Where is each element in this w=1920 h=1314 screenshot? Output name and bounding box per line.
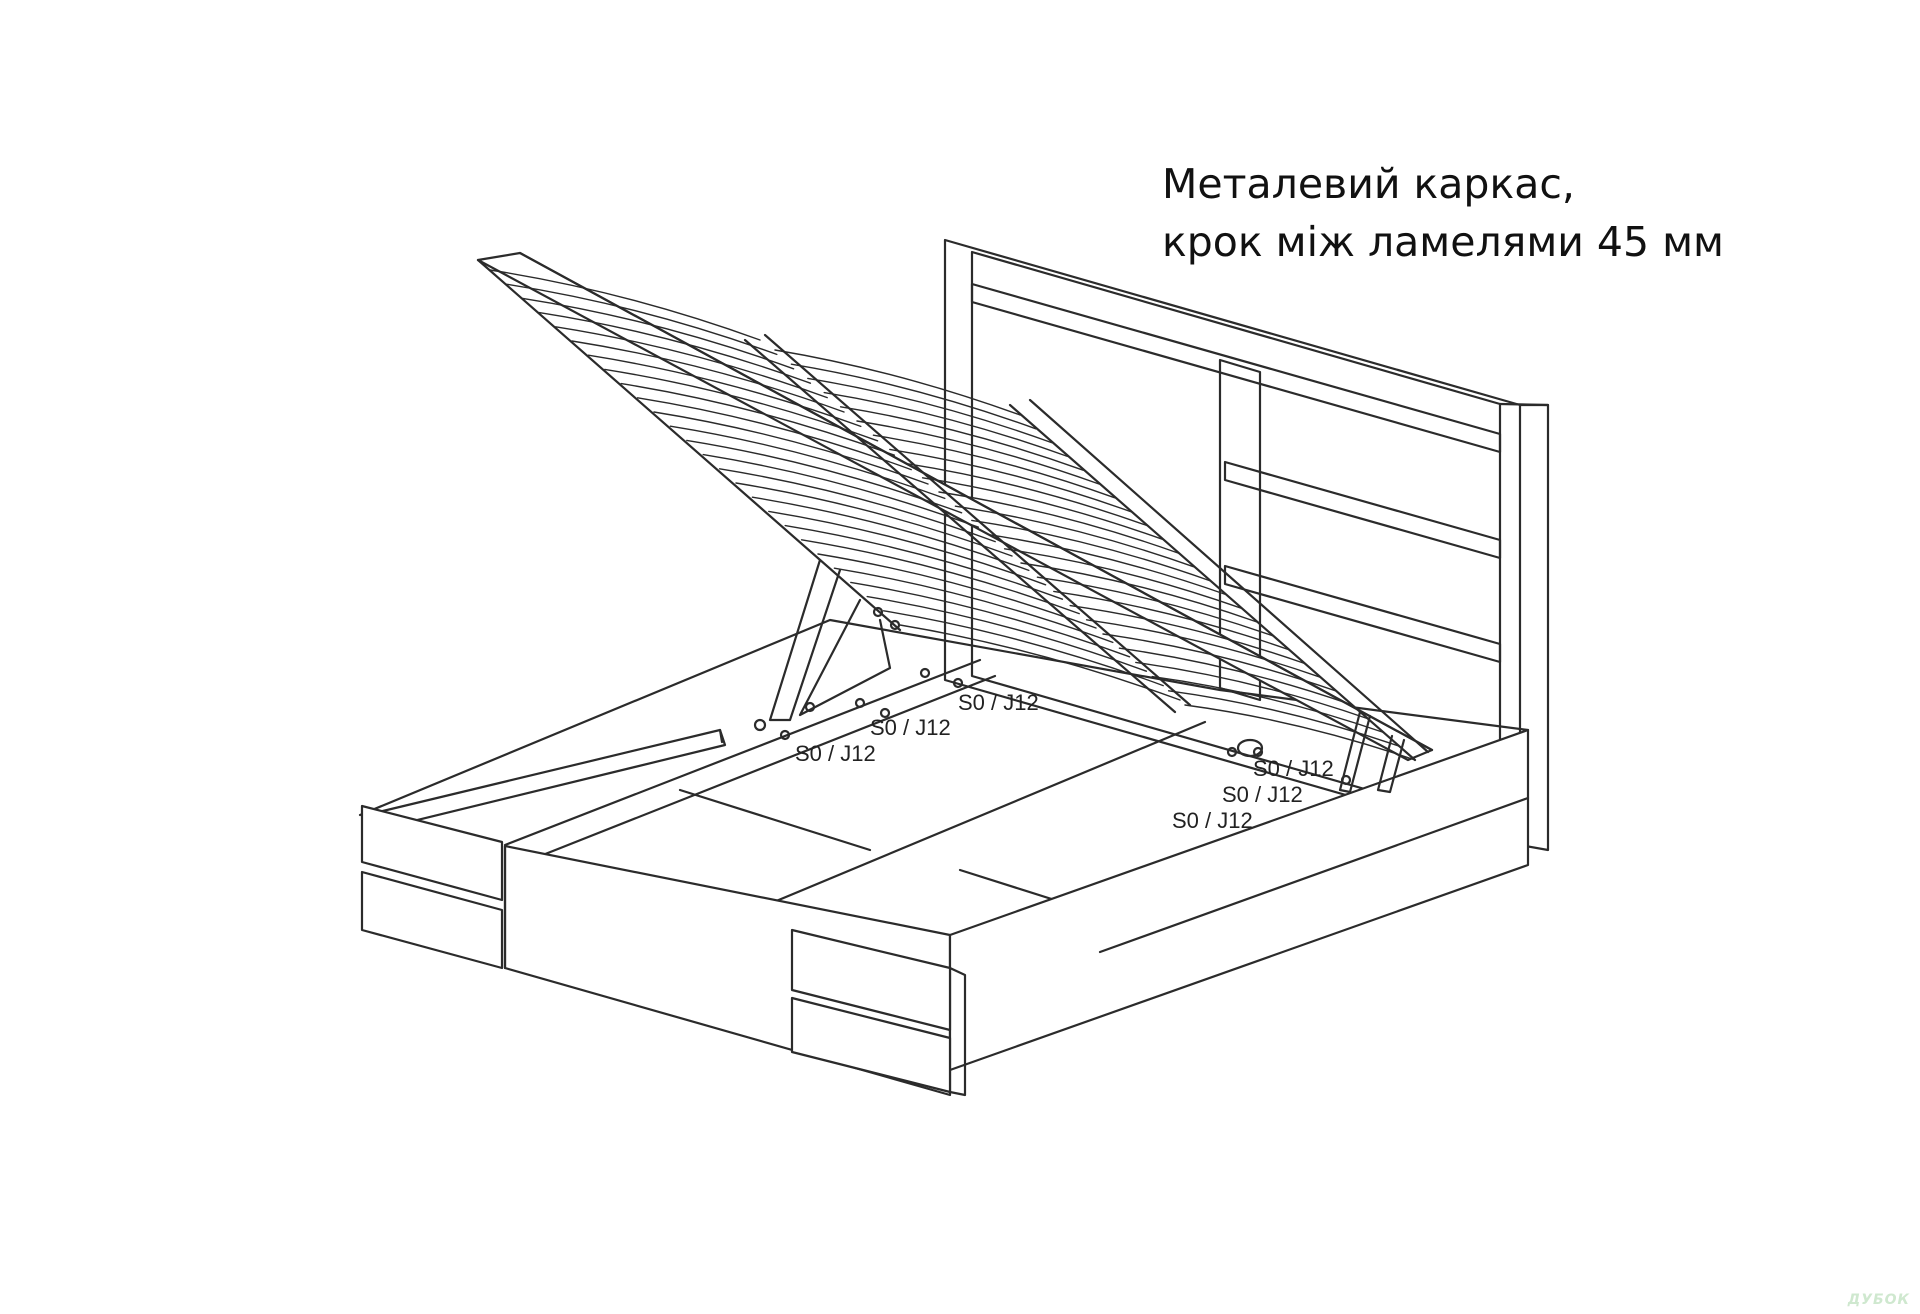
slat [866, 595, 1148, 672]
slat [800, 539, 1080, 615]
slat [1118, 647, 1353, 706]
slat [882, 610, 1164, 687]
caption-line-2: крок між ламелями 45 мм [1162, 218, 1724, 266]
slat [522, 297, 795, 370]
watermark-logo: ДУБОК [1847, 1292, 1910, 1308]
slat [571, 340, 845, 413]
slat [921, 477, 1163, 540]
slat [850, 581, 1131, 658]
slat [905, 462, 1148, 527]
slat [807, 377, 1053, 444]
slat [987, 533, 1227, 596]
slat [1085, 619, 1321, 678]
slat [774, 349, 1021, 416]
slat-frame [476, 251, 1434, 762]
label-right-bottom: S0 / J12 [1172, 808, 1253, 833]
slat [718, 468, 996, 543]
slat [735, 482, 1013, 557]
label-right-top: S0 / J12 [1253, 756, 1334, 781]
slat [856, 420, 1100, 485]
slat [971, 519, 1211, 582]
slat [686, 439, 963, 514]
bed-base [358, 618, 1530, 1097]
caption: Металевий каркас, крок між ламелями 45 м… [1162, 155, 1724, 271]
slat [833, 567, 1114, 644]
bolt-markers [779, 667, 1352, 786]
slat [839, 406, 1084, 471]
label-right-mid: S0 / J12 [1222, 782, 1303, 807]
slat [1135, 661, 1369, 720]
slat [538, 311, 812, 384]
slat [790, 363, 1037, 430]
slat [1151, 675, 1385, 734]
slat [784, 524, 1064, 600]
slat [489, 269, 761, 341]
slat [817, 553, 1097, 629]
slat [1036, 576, 1274, 637]
label-left-top: S0 / J12 [958, 690, 1039, 715]
slat [1184, 704, 1416, 761]
caption-line-1: Металевий каркас, [1162, 160, 1575, 208]
slat [587, 354, 862, 428]
slat [1069, 604, 1306, 665]
slat [604, 368, 879, 442]
slat [938, 491, 1179, 554]
slat [620, 382, 896, 456]
lift-mechanism-left [753, 558, 901, 732]
label-left-mid: S0 / J12 [870, 715, 951, 740]
slat [1053, 590, 1290, 651]
slat [1020, 562, 1258, 623]
slat [653, 411, 929, 485]
lift-mechanism-right [1236, 710, 1406, 794]
slat [505, 283, 778, 356]
label-left-bottom: S0 / J12 [795, 741, 876, 766]
slat [768, 510, 1047, 586]
slat [1003, 548, 1242, 609]
slat [702, 453, 980, 528]
slat [636, 397, 912, 471]
slat [669, 425, 946, 500]
slat [872, 434, 1116, 499]
slat [889, 448, 1132, 513]
slat [751, 496, 1030, 572]
slat [554, 326, 828, 399]
slat [823, 391, 1069, 458]
slat [1167, 690, 1400, 747]
slat [1102, 633, 1337, 692]
slat [954, 505, 1195, 568]
slat [899, 624, 1181, 701]
